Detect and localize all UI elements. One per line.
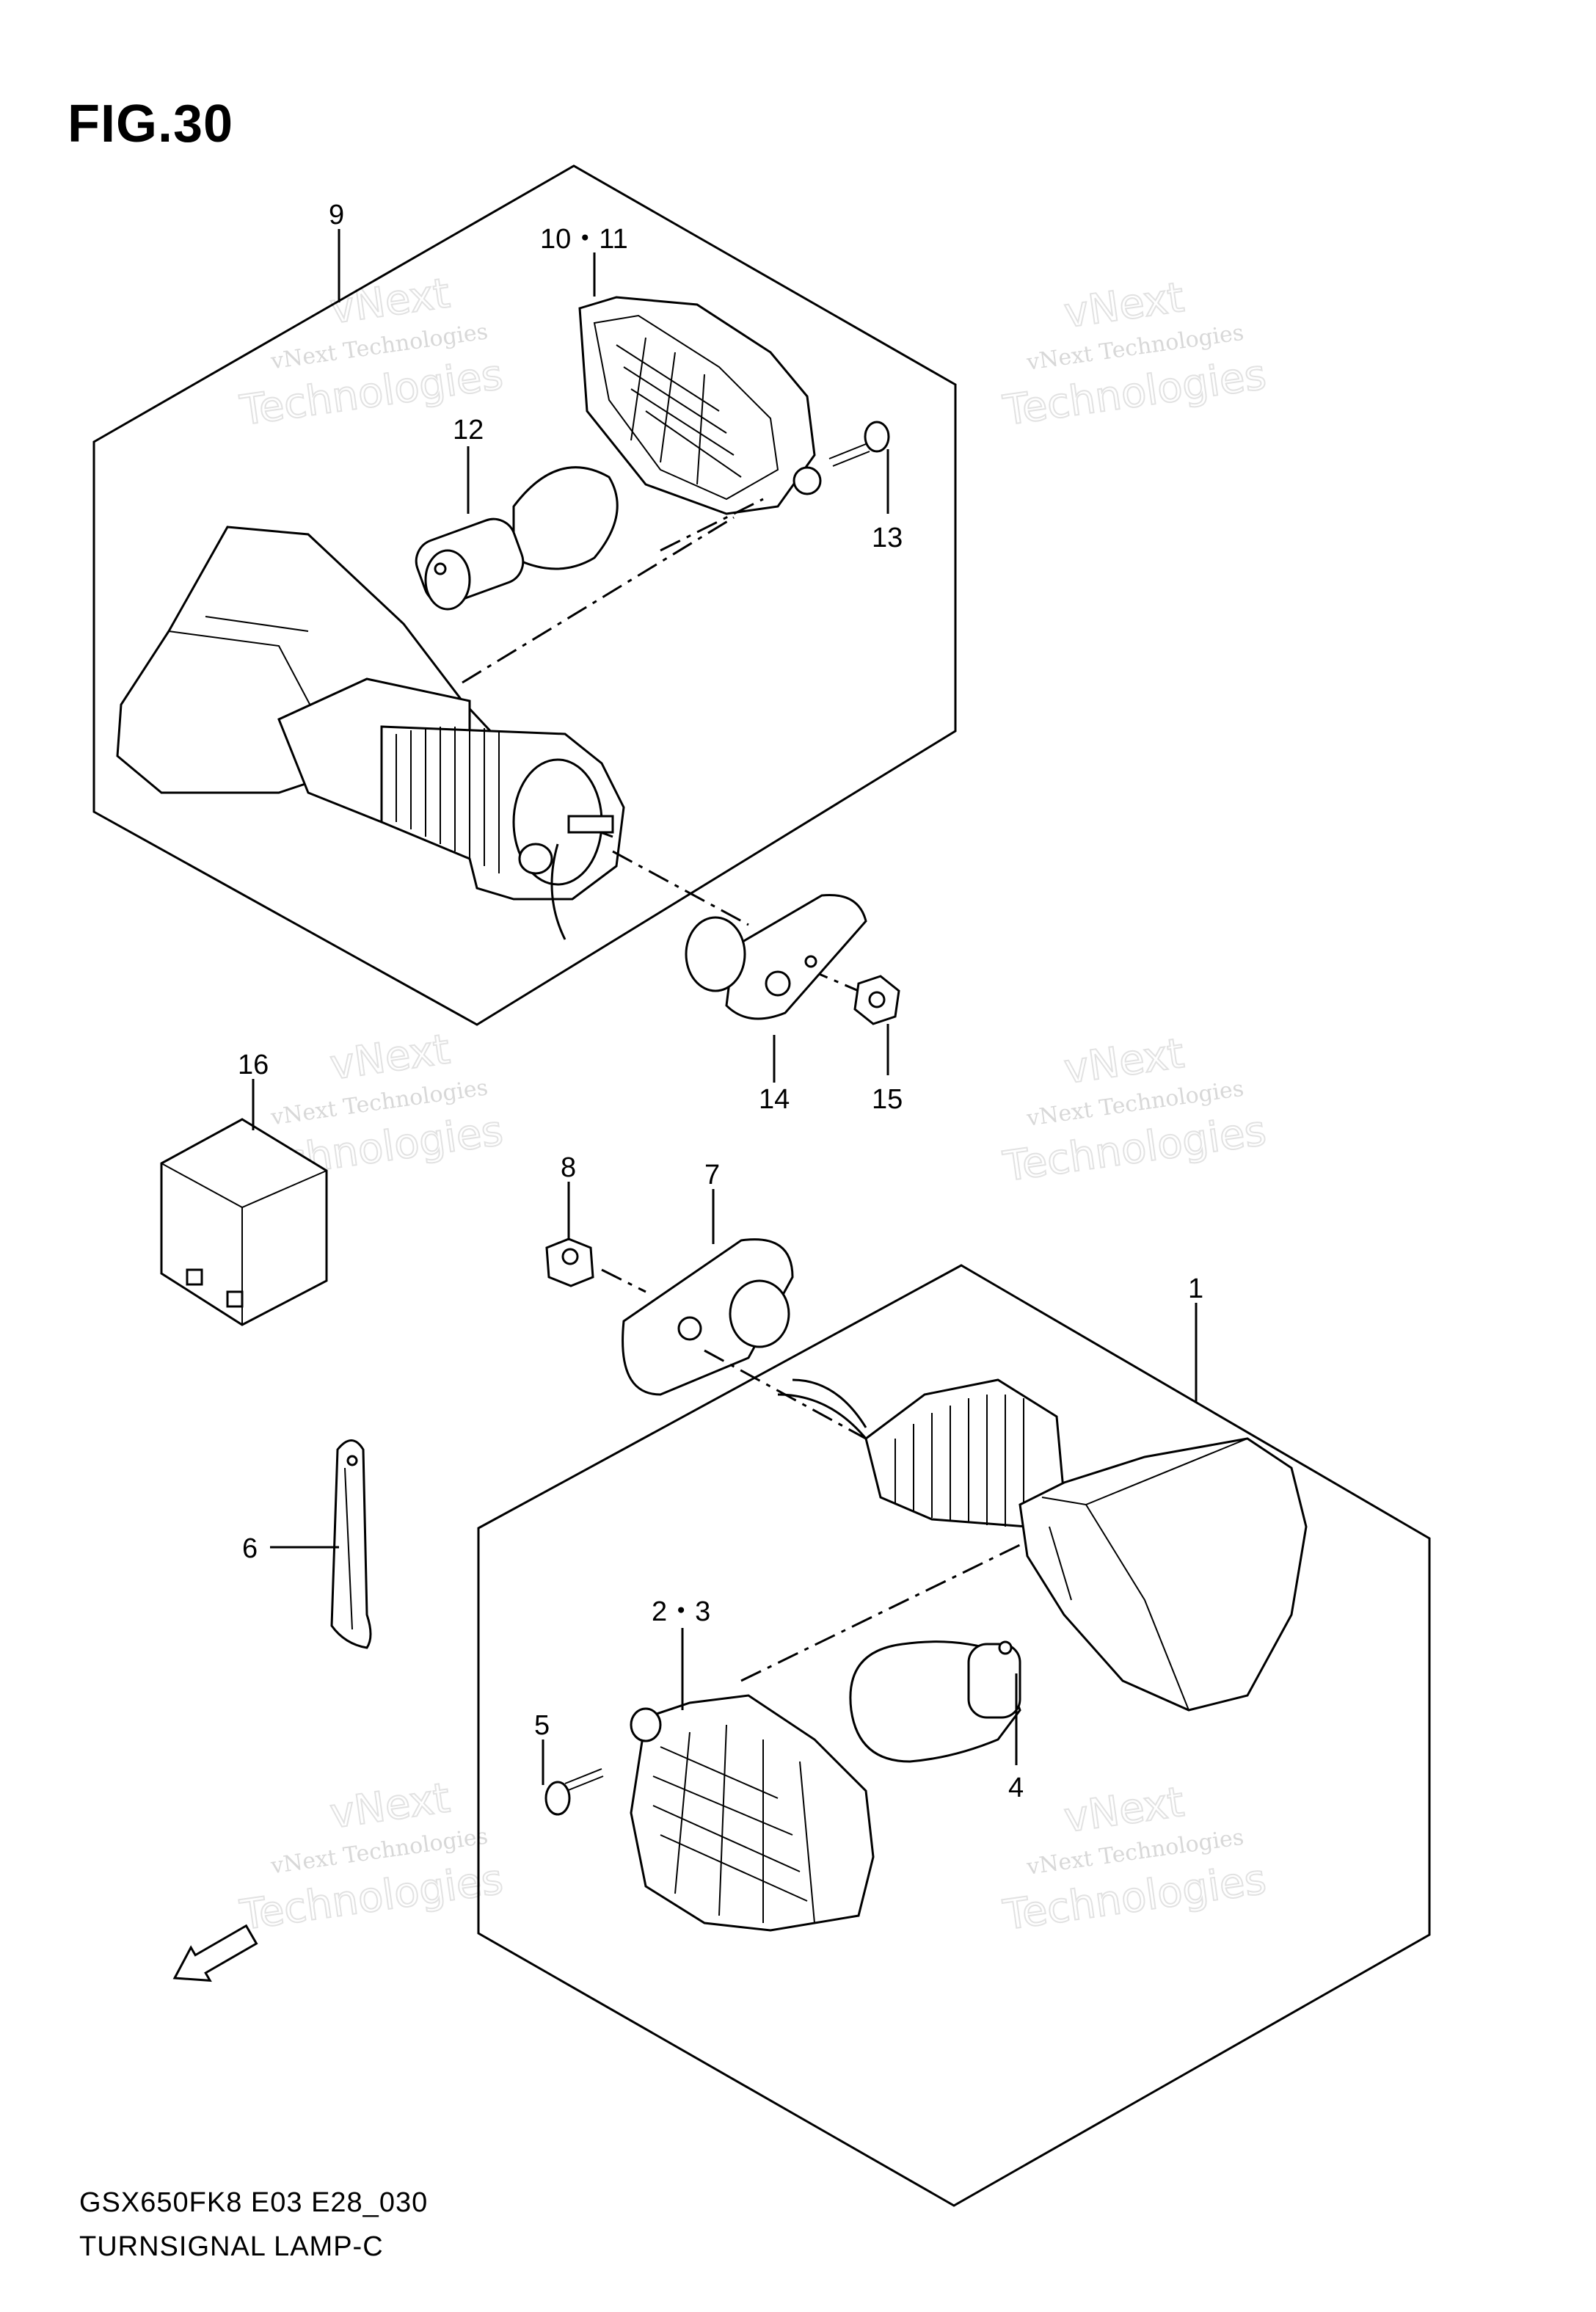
callout-13: 13 [872,523,903,553]
callout-14: 14 [759,1084,790,1115]
bulb-12 [415,466,619,611]
svg-text:vNext: vNext [327,269,453,333]
callout-2-3: 2・3 [652,1596,710,1627]
callout-9: 9 [329,200,344,230]
assembly-box-9 [92,164,957,1026]
nut-8 [545,1237,594,1287]
svg-text:vNext: vNext [327,1025,453,1089]
leader-lines [252,229,1198,1785]
callout-12: 12 [453,415,484,446]
figure-title: FIG.30 [68,95,234,153]
watermark-bottom-left: vNext vNext Technologies Technologies [236,1773,506,1941]
svg-text:vNext: vNext [1061,274,1187,338]
callout-16: 16 [238,1050,269,1080]
screw-13 [828,421,890,467]
watermark-bottom-right: vNext vNext Technologies Technologies [999,1778,1269,1941]
band-6 [330,1439,372,1649]
assembly-line-nut-8 [601,1268,646,1293]
svg-text:vNext: vNext [1061,1778,1187,1842]
watermark-top-left: vNext vNext Technologies Technologies [236,269,506,436]
relay-16 [160,1118,328,1326]
callout-15: 15 [872,1084,903,1115]
watermark-mid-right: vNext vNext Technologies Technologies [999,1029,1269,1192]
svg-text:vNext: vNext [327,1774,453,1838]
callout-1: 1 [1188,1273,1203,1304]
watermark-top-right: vNext vNext Technologies Technologies [999,273,1269,436]
assembly-line-stud [612,850,749,926]
lens-10-11 [578,296,822,515]
turnsignal-housing-front [777,1378,1308,1712]
callout-5: 5 [534,1710,550,1741]
lens-2-3 [630,1694,875,1932]
diagram-caption: TURNSIGNAL LAMP-C [79,2231,384,2262]
callout-4: 4 [1008,1773,1024,1803]
callout-6: 6 [242,1533,258,1564]
bulb-4 [849,1640,1021,1763]
svg-text:vNext: vNext [1061,1030,1187,1094]
grommet-14 [685,893,867,1020]
callout-10-11: 10・11 [540,224,628,255]
callout-7: 7 [704,1160,720,1190]
screw-5 [544,1768,604,1816]
turnsignal-housing-rear [116,526,625,940]
assembly-line-bulb [660,498,764,552]
assembly-box-1 [477,1264,1431,2207]
assembly-line-lens [462,516,735,684]
assembly-line-lens-2-3 [740,1540,1028,1682]
model-code: GSX650FK8 E03 E28_030 [79,2187,429,2218]
grommet-7 [622,1238,794,1396]
nut-15 [853,975,900,1025]
fwd-arrow-icon: FWD [172,1924,258,1982]
callout-8: 8 [561,1152,576,1183]
